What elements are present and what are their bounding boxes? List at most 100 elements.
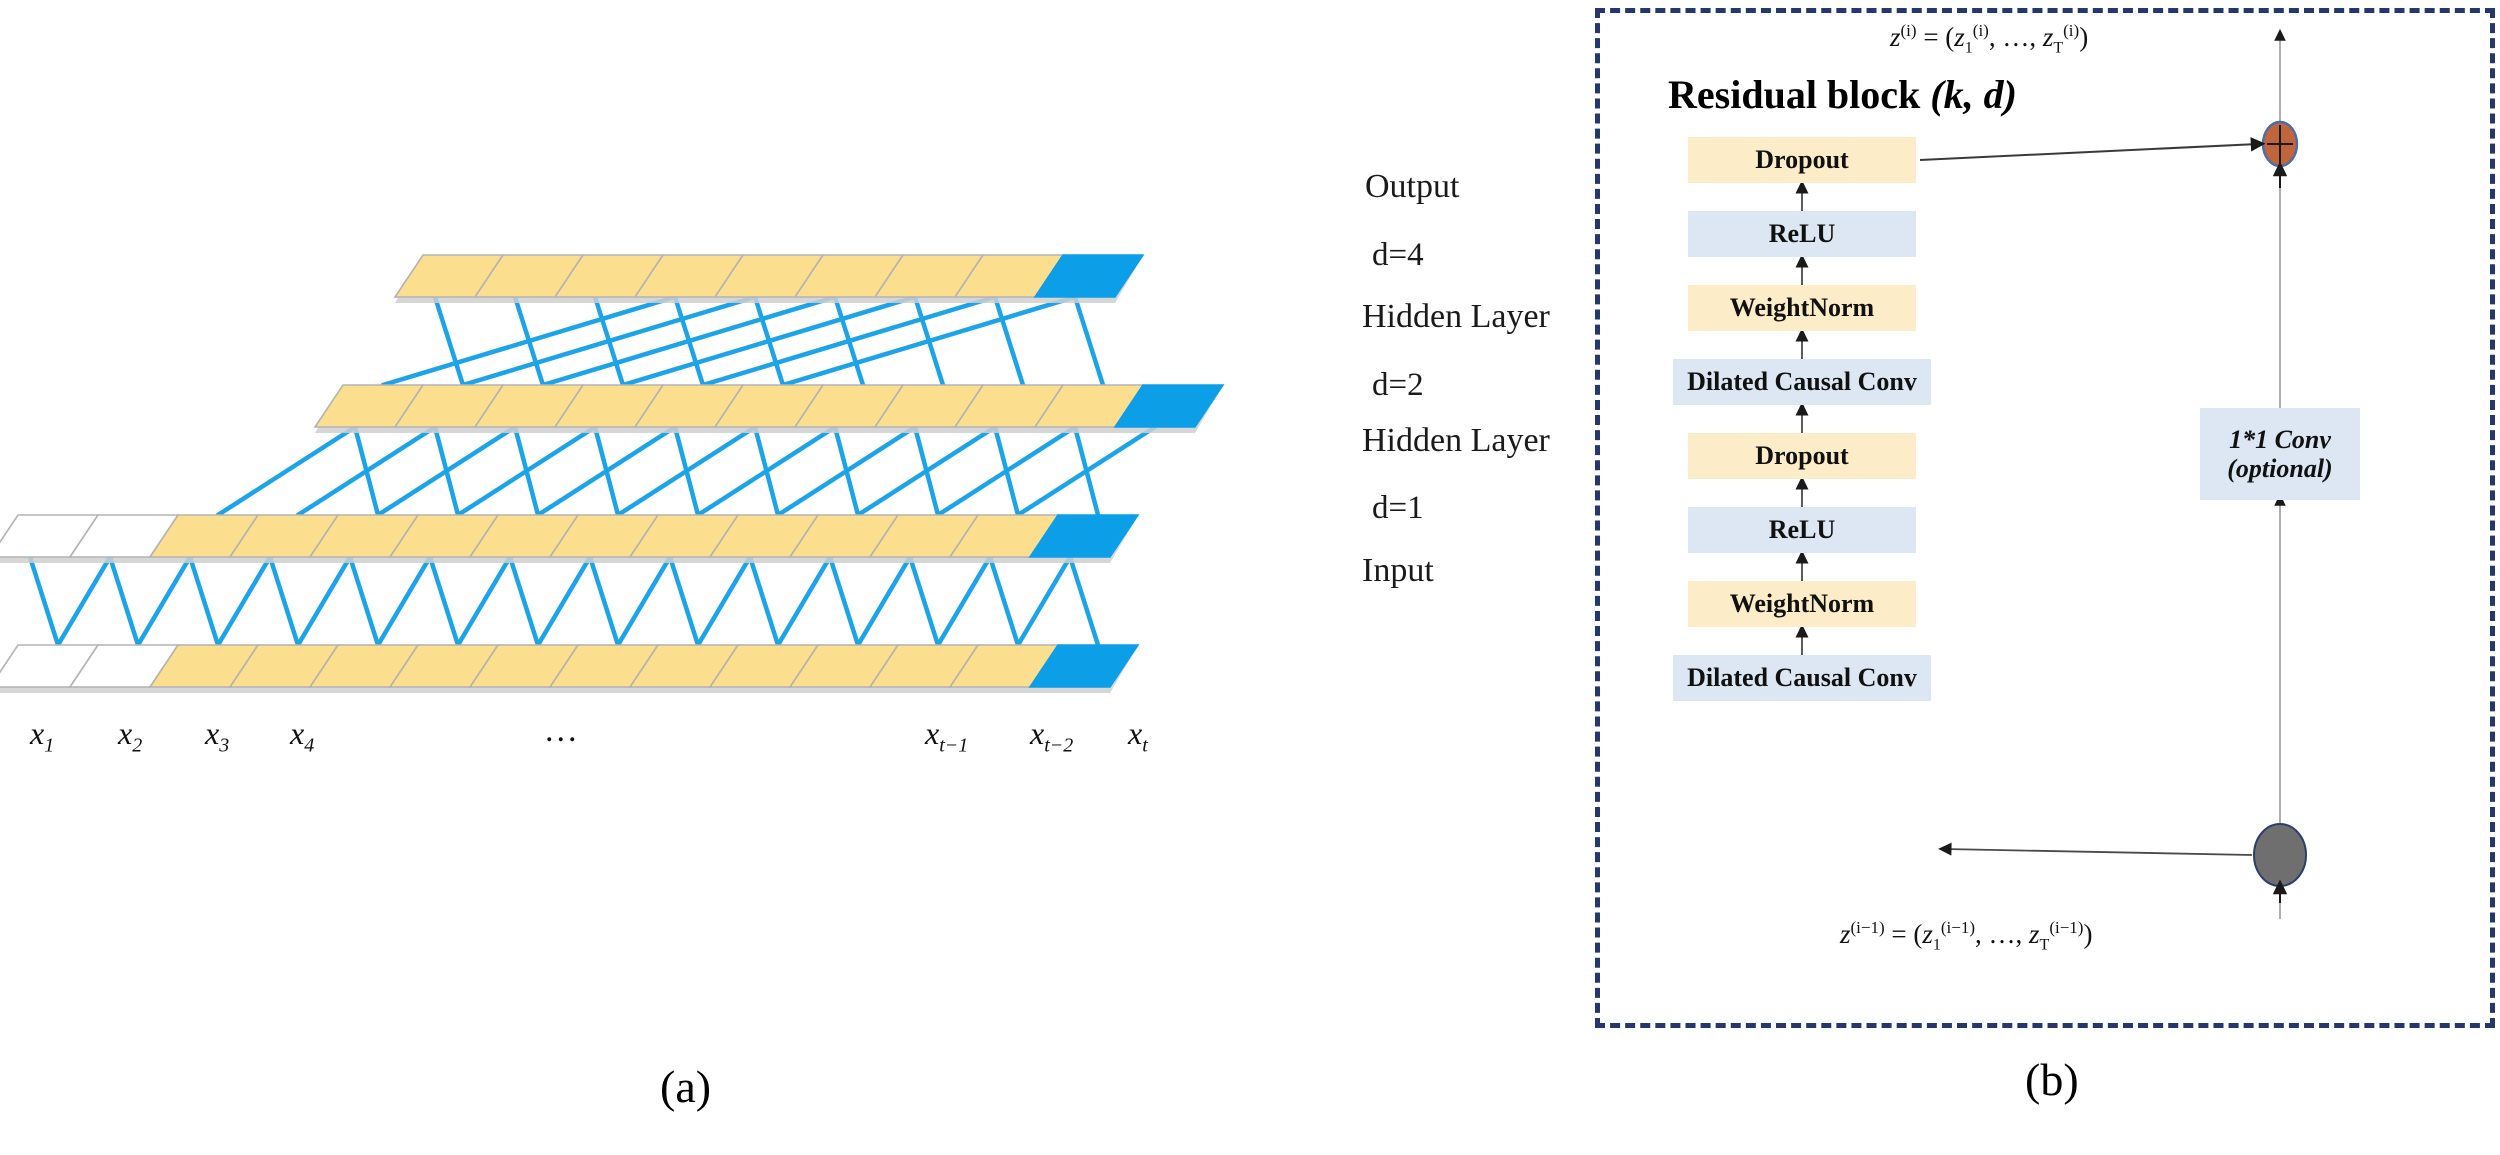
connection-line: [375, 554, 433, 648]
connection-line: [935, 554, 993, 648]
x-tick-5: xt−1: [925, 715, 969, 757]
x-tick-6: xt−2: [1030, 715, 1074, 757]
connection-line: [747, 554, 781, 648]
connection-line: [1015, 424, 1158, 518]
connection-line: [695, 424, 838, 518]
connection-line: [992, 294, 1026, 388]
layer-output-cell-highlight-8: [1033, 254, 1145, 298]
connection-line: [107, 554, 141, 648]
residual-block-title-params: (k, d): [1930, 72, 2017, 117]
connection-line: [375, 424, 518, 518]
connection-line: [432, 294, 466, 388]
layer-label-hidden-2: Hidden Layer: [1362, 298, 1550, 335]
connection-line: [700, 294, 998, 388]
stack-box-label: ReLU: [1768, 515, 1836, 545]
connection-line: [1072, 294, 1106, 388]
layer-label-output: Output: [1365, 168, 1460, 205]
one-by-one-conv-box[interactable]: 1*1 Conv (optional): [2200, 408, 2360, 500]
connection-lines: [27, 294, 1158, 648]
connection-line: [295, 424, 438, 518]
connection-line: [615, 424, 758, 518]
formula-input-z-i-minus-1: z(i−1) = (z1(i−1), …, zT(i−1)): [1840, 918, 2093, 954]
stack-box-relu[interactable]: ReLU: [1688, 507, 1916, 553]
stack-box-relu[interactable]: ReLU: [1688, 211, 1916, 257]
connection-line: [775, 424, 918, 518]
layer-label-input: Input: [1362, 552, 1434, 589]
connection-line: [427, 554, 461, 648]
connection-line: [187, 554, 221, 648]
x-tick-0: x1: [30, 715, 55, 757]
stack-box-dropout[interactable]: Dropout: [1688, 433, 1916, 479]
dilation-label-d2: d=2: [1372, 367, 1424, 403]
panel-b-caption: (b): [2025, 1054, 2079, 1105]
residual-block-arrows: [1795, 28, 2307, 919]
connection-line: [267, 554, 301, 648]
residual-block-title: Residual block (k, d): [1668, 71, 2017, 118]
stack-box-label: Dropout: [1755, 441, 1849, 471]
x-tick-7: xt: [1128, 715, 1148, 757]
connection-line: [535, 424, 678, 518]
x-tick-1: x2: [118, 715, 143, 757]
connection-line: [455, 424, 598, 518]
stack-box-label: ReLU: [1768, 219, 1836, 249]
formula-output-z-i: z(i) = (z1(i), …, zT(i)): [1890, 21, 2089, 57]
connection-line: [55, 554, 113, 648]
stack-box-label: Dilated Causal Conv: [1687, 367, 1917, 397]
residual-branch-to-conv: [1938, 842, 2253, 856]
connection-line: [455, 554, 513, 648]
connection-line: [135, 554, 193, 648]
connection-line: [907, 554, 941, 648]
stack-box-dropout[interactable]: Dropout: [1688, 137, 1916, 183]
connection-line: [347, 554, 381, 648]
connection-line: [587, 554, 621, 648]
one-by-one-conv-line1: 1*1 Conv: [2229, 424, 2331, 454]
stack-box-dilated-causal-conv[interactable]: Dilated Causal Conv: [1673, 359, 1931, 405]
connection-line: [1067, 554, 1101, 648]
connection-line: [540, 294, 838, 388]
x-tick-2: x3: [205, 715, 230, 757]
stack-box-weightnorm[interactable]: WeightNorm: [1688, 581, 1916, 627]
residual-block-title-main: Residual block: [1668, 72, 1921, 117]
layer-cells: [0, 254, 1225, 693]
connection-line: [615, 554, 673, 648]
connection-line: [380, 294, 678, 388]
connection-line: [460, 294, 758, 388]
panel-a-caption: (a): [660, 1061, 712, 1112]
connection-line: [775, 554, 833, 648]
dropout-to-adder-arrow: [1919, 137, 2266, 161]
connection-line: [620, 294, 918, 388]
connection-line: [1015, 554, 1073, 648]
stack-box-label: WeightNorm: [1729, 589, 1875, 619]
stack-box-label: Dilated Causal Conv: [1687, 663, 1917, 693]
connection-line: [987, 554, 1021, 648]
connection-line: [827, 554, 861, 648]
stack-box-label: Dropout: [1755, 145, 1849, 175]
residual-input-node: [2253, 823, 2307, 887]
tcn-layers-diagram: [0, 254, 1225, 693]
layer-label-hidden-1: Hidden Layer: [1362, 422, 1550, 459]
connection-line: [215, 424, 358, 518]
connection-line: [667, 554, 701, 648]
connection-line: [695, 554, 753, 648]
layer-hidden1-cell-highlight-13: [1028, 514, 1140, 558]
layer-input-cell-highlight-13: [1028, 644, 1140, 688]
connection-line: [215, 554, 273, 648]
connection-line: [780, 294, 1078, 388]
x-tick-3: x4: [290, 715, 315, 757]
stack-box-weightnorm[interactable]: WeightNorm: [1688, 285, 1916, 331]
x-tick-4: ...: [545, 712, 580, 749]
dilation-label-d4: d=4: [1372, 237, 1424, 273]
connection-line: [535, 554, 593, 648]
layer-hidden2-cell-highlight-10: [1113, 384, 1225, 428]
one-by-one-conv-line2: (optional): [2227, 454, 2333, 483]
connection-line: [295, 554, 353, 648]
dilation-label-d1: d=1: [1372, 490, 1424, 526]
connection-line: [507, 554, 541, 648]
stack-box-dilated-causal-conv[interactable]: Dilated Causal Conv: [1673, 655, 1931, 701]
connection-line: [855, 554, 913, 648]
connection-line: [855, 424, 998, 518]
connection-line: [27, 554, 61, 648]
stack-box-label: WeightNorm: [1729, 293, 1875, 323]
tcn-dilated-conv-panel: Output d=4 Hidden Layer d=2 Hidden Layer…: [0, 168, 1550, 1112]
connection-line: [935, 424, 1078, 518]
